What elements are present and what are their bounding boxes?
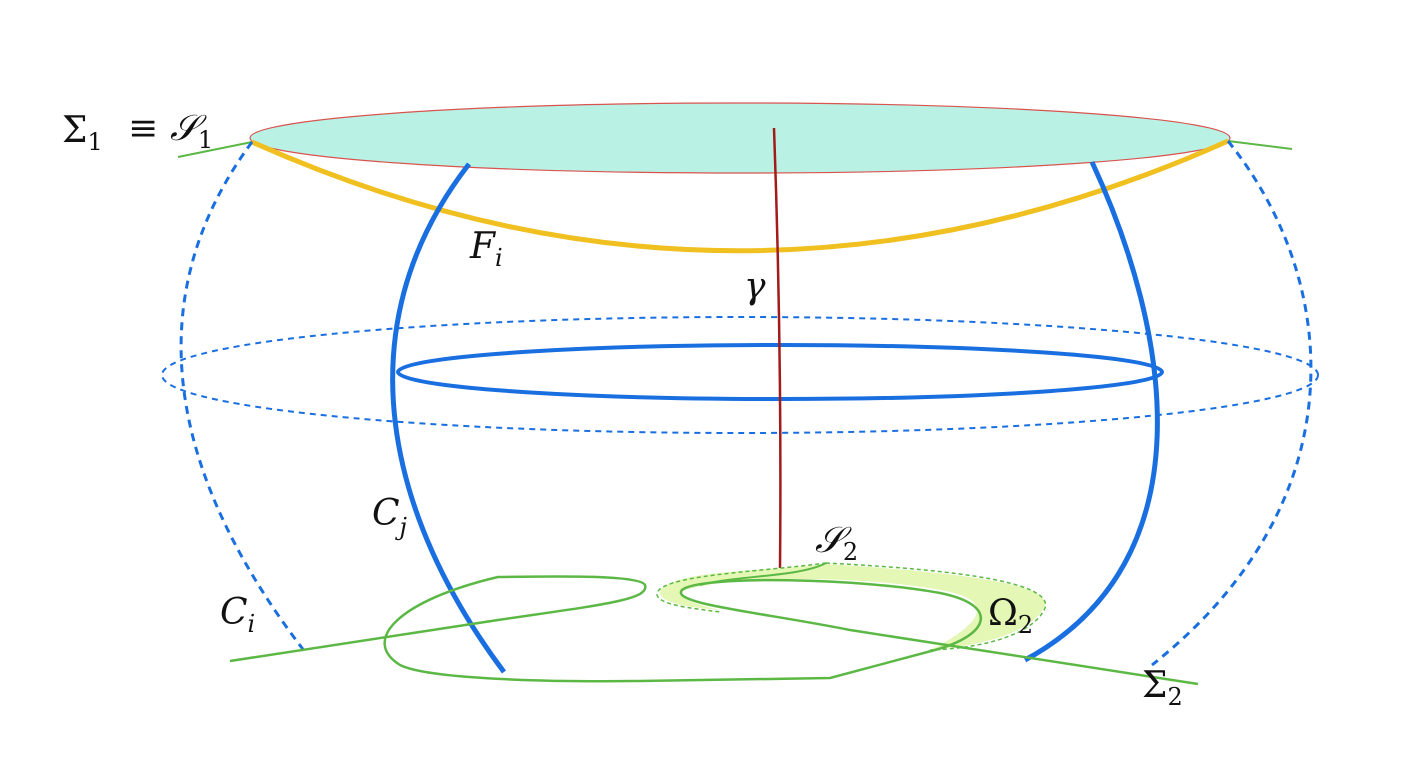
s2-sub: 2 [843, 538, 858, 566]
ci-symbol: C [220, 592, 248, 633]
label-sigma1-equiv-s1: Σ1 ≡ 𝒮1 [62, 108, 213, 156]
fi-symbol: F [469, 226, 497, 267]
fi-sub: i [495, 244, 503, 272]
green-loop-curve [229, 575, 1199, 686]
dashed-outer-right-curve [1151, 140, 1313, 667]
sigma1-left-trace [177, 141, 253, 158]
label-omega2: Ω2 [988, 593, 1033, 639]
sigma1-symbol: Σ [62, 110, 87, 151]
blue-curve-right [1023, 160, 1160, 663]
omega2-region [660, 564, 1046, 650]
omega2-symbol: Ω [988, 593, 1018, 634]
dashed-outer-left-curve [179, 141, 307, 653]
label-fi: Fi [469, 226, 503, 272]
svg-text:≡: ≡ [128, 108, 158, 149]
sigma2-sub: 2 [1167, 683, 1182, 711]
dashed-equator-ellipse [161, 316, 1319, 434]
label-s2: 𝒮2 [815, 520, 858, 566]
gamma-symbol: γ [744, 266, 766, 307]
cj-symbol: C [372, 493, 400, 534]
label-gamma: γ [744, 266, 766, 307]
sigma1-right-trace [1227, 140, 1293, 150]
svg-text:𝒮1: 𝒮1 [170, 108, 213, 154]
omega2-dashed-outline [656, 562, 1047, 651]
svg-text:Σ1: Σ1 [62, 110, 103, 156]
blue-curve-cj [390, 162, 507, 674]
label-cj: Cj [372, 493, 408, 541]
yellow-curve-fi [250, 138, 1230, 254]
sigma1-sub: 1 [87, 128, 102, 156]
label-ci: Ci [220, 592, 255, 638]
green-s2-upper-arc [699, 562, 827, 586]
label-sigma2: Σ2 [1142, 665, 1183, 711]
omega2-sub: 2 [1018, 611, 1033, 639]
s1-sub: 1 [198, 126, 213, 154]
equiv-symbol: ≡ [128, 108, 158, 149]
sigma2-symbol: Σ [1142, 665, 1167, 706]
red-curve-gamma [772, 127, 782, 569]
top-disk-sigma1 [249, 102, 1231, 174]
ci-sub: i [248, 610, 256, 638]
